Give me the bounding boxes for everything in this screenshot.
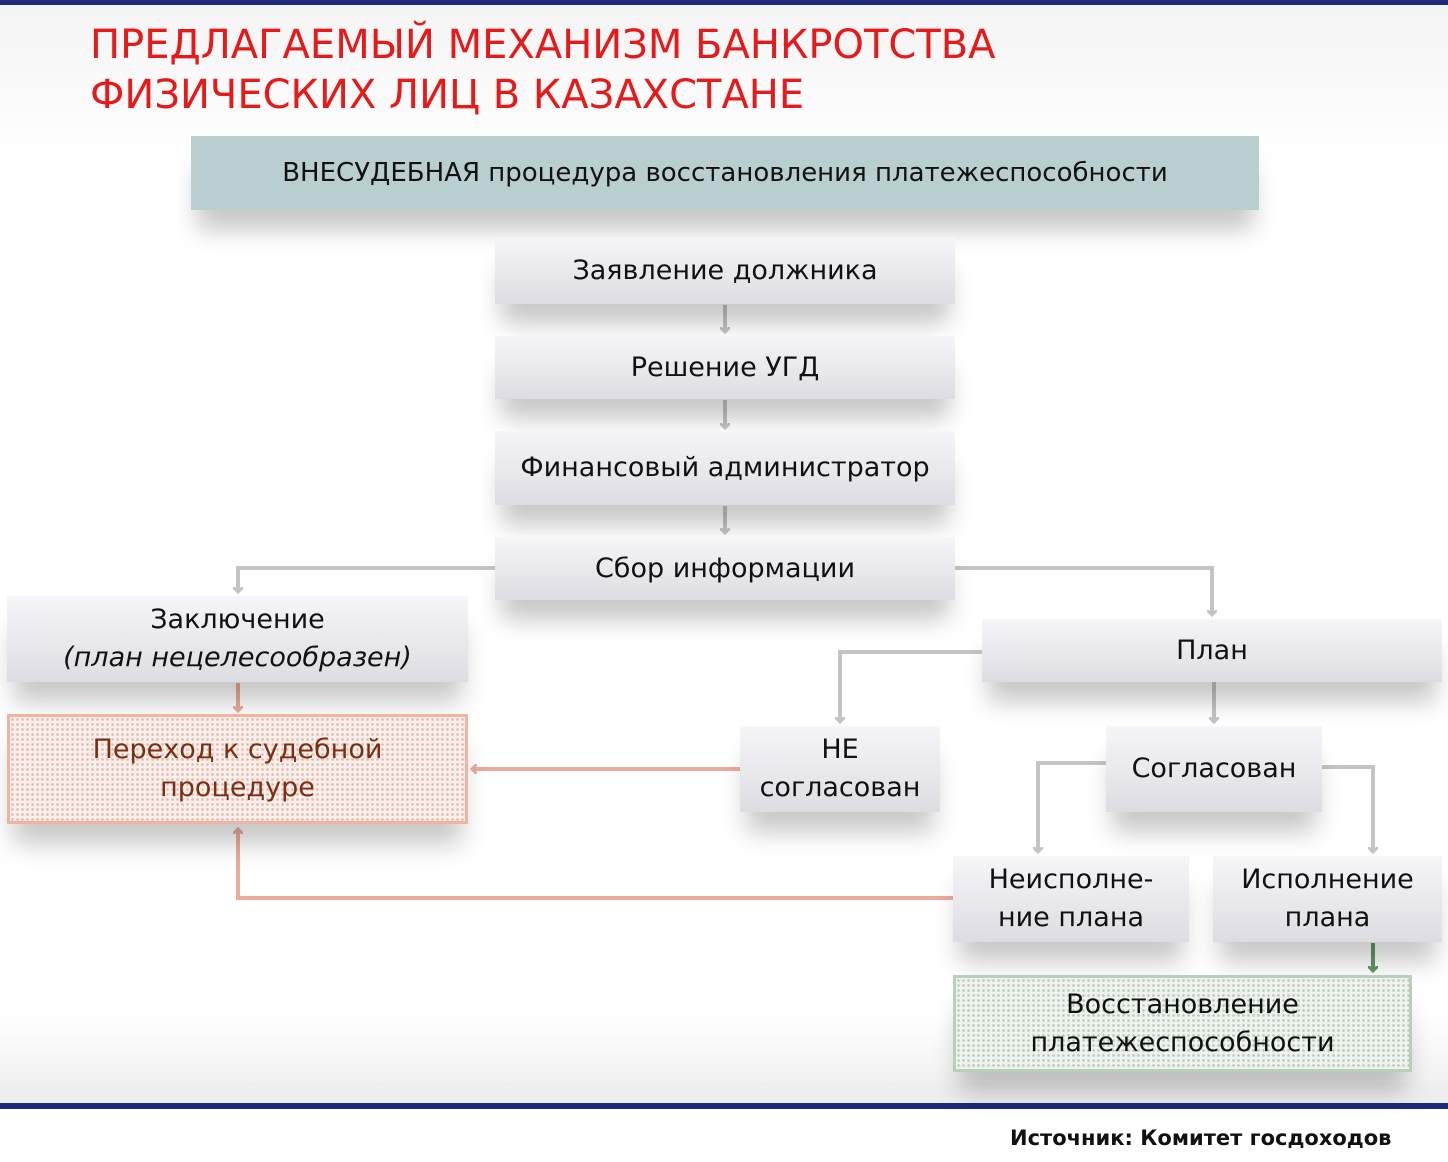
node-label: Финансовый администратор xyxy=(520,452,930,483)
node-debtor-application: Заявление должника xyxy=(495,237,955,304)
node-label: Решение УГД xyxy=(630,351,820,383)
slide-title-line-2: ФИЗИЧЕСКИХ ЛИЦ В КАЗАХСТАНЕ xyxy=(90,72,805,118)
slide-title: ПРЕДЛАГАЕМЫЙ МЕХАНИЗМ БАНКРОТСТВА ФИЗИЧЕ… xyxy=(90,20,996,120)
arrow-agreed-to-non-fulfillment xyxy=(1038,761,1108,852)
source-note: Источник: Комитет госдоходов xyxy=(1010,1126,1392,1150)
arrow-plan-to-not-agreed xyxy=(840,650,983,722)
arrow-non-fulfillment-to-court xyxy=(238,829,953,900)
node-not-agreed: НЕ согласован xyxy=(740,726,940,812)
node-ugd-decision: Решение УГД xyxy=(495,336,955,399)
node-label: Переход к судебной xyxy=(92,734,383,765)
node-label: плана xyxy=(1284,902,1371,933)
banner-label: ВНЕСУДЕБНАЯ процедура восстановления пла… xyxy=(282,158,1168,188)
node-label: Согласован xyxy=(1131,753,1297,784)
node-label: Заявление должника xyxy=(572,254,878,286)
node-label: Восстановление xyxy=(1066,988,1299,1020)
node-label: процедуре xyxy=(160,772,315,803)
arrow-agreed-to-fulfillment xyxy=(1322,765,1373,852)
slide-title-line-1: ПРЕДЛАГАЕМЫЙ МЕХАНИЗМ БАНКРОТСТВА xyxy=(90,22,996,68)
node-plan: План xyxy=(982,619,1442,682)
node-label: НЕ xyxy=(821,734,859,765)
node-information-collection: Сбор информации xyxy=(495,537,955,600)
node-label: Неисполне- xyxy=(988,864,1154,895)
arrow-info-to-conclusion xyxy=(238,566,497,592)
node-label: платежеспособности xyxy=(1030,1026,1335,1058)
node-label: Исполнение xyxy=(1241,864,1414,895)
node-label: согласован xyxy=(759,772,921,803)
node-agreed: Согласован xyxy=(1106,726,1322,812)
top-rule xyxy=(0,0,1448,5)
arrow-info-to-plan xyxy=(955,566,1212,615)
banner-extrajudicial-procedure: ВНЕСУДЕБНАЯ процедура восстановления пла… xyxy=(191,136,1259,210)
node-conclusion: Заключение (план нецелесообразен) xyxy=(7,596,468,682)
node-plan-fulfillment: Исполнение плана xyxy=(1213,856,1442,942)
node-solvency-recovery: Восстановление платежеспособности xyxy=(953,975,1412,1072)
node-label: ние плана xyxy=(997,902,1145,933)
node-court-procedure-transition: Переход к судебной процедуре xyxy=(7,714,468,824)
node-label: План xyxy=(1176,634,1248,666)
node-label: Заключение xyxy=(150,604,325,635)
bottom-rule xyxy=(0,1103,1448,1109)
node-sublabel: (план нецелесообразен) xyxy=(63,642,412,673)
node-label: Сбор информации xyxy=(594,552,856,584)
bottom-band xyxy=(0,1083,1448,1103)
node-plan-non-fulfillment: Неисполне- ние плана xyxy=(953,856,1189,942)
node-financial-administrator: Финансовый администратор xyxy=(495,431,955,505)
